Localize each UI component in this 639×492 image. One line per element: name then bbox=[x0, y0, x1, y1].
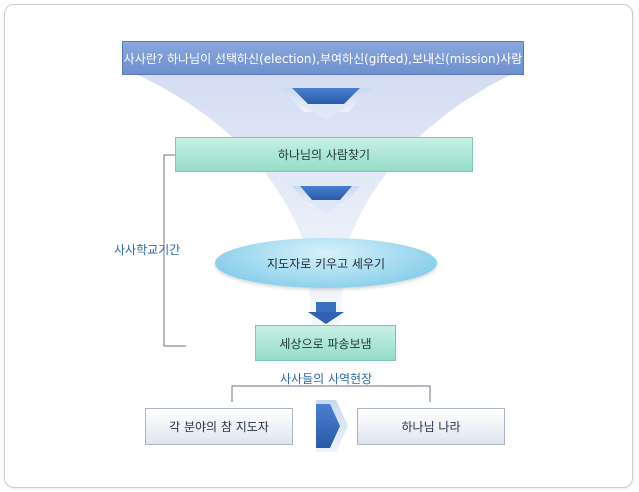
arrow-down-3 bbox=[308, 302, 344, 324]
kingdom-box: 하나님 나라 bbox=[357, 408, 505, 445]
school-period-label: 사사학교기간 bbox=[114, 243, 181, 257]
arrow-down-1 bbox=[280, 88, 372, 120]
true-leader-box: 각 분야의 참 지도자 bbox=[145, 408, 293, 445]
send-world-box: 세상으로 파송보냄 bbox=[255, 325, 396, 361]
mission-field-label: 사사들의 사역현장 bbox=[280, 372, 373, 386]
definition-box: 사사란? 하나님이 선택하신(election),부여하신(gifted),보내… bbox=[122, 41, 524, 75]
find-people-box: 하나님의 사람찾기 bbox=[175, 137, 473, 172]
raise-leaders-ellipse: 지도자로 키우고 세우기 bbox=[215, 238, 437, 288]
arrow-down-2 bbox=[292, 186, 360, 214]
arrow-right bbox=[316, 400, 348, 452]
